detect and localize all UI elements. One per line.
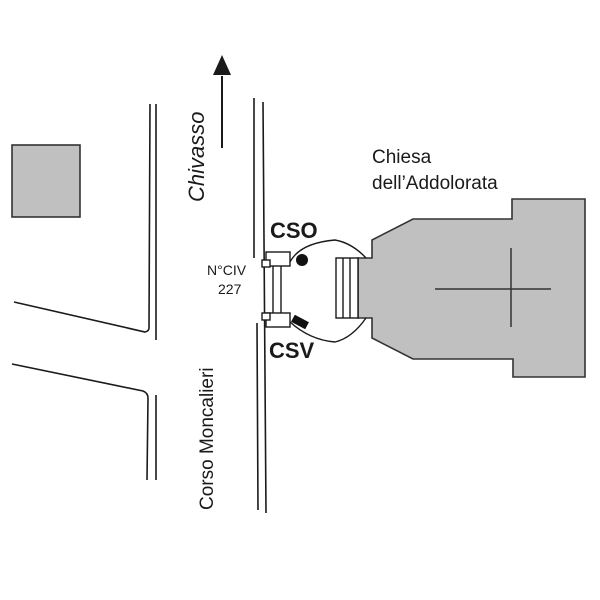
church-label-line2: dell’Addolorata bbox=[372, 173, 498, 194]
street-curb-right-outer-lower bbox=[256, 322, 259, 511]
street-curb-lower-left bbox=[11, 363, 149, 481]
street-curb-right-inner bbox=[262, 101, 267, 514]
csv-marker-icon bbox=[291, 314, 309, 330]
civic-number-label-line1: N°CIV bbox=[207, 262, 247, 278]
direction-label: Chivasso bbox=[184, 112, 209, 202]
cross-icon bbox=[435, 248, 551, 327]
csv-label: CSV bbox=[269, 338, 315, 363]
entrance-gate bbox=[261, 251, 291, 328]
cso-marker-icon bbox=[296, 254, 308, 266]
civic-number-label-line2: 227 bbox=[218, 281, 242, 297]
building-block bbox=[11, 144, 81, 218]
church-label-line1: Chiesa bbox=[372, 147, 432, 168]
churchyard-outline bbox=[289, 239, 367, 343]
arrow-up-icon bbox=[213, 55, 231, 148]
street-curb-upper-left bbox=[13, 103, 151, 333]
cso-label: CSO bbox=[270, 218, 318, 243]
church-building bbox=[357, 198, 586, 378]
street-label: Corso Moncalieri bbox=[197, 367, 218, 510]
church-steps bbox=[335, 257, 359, 319]
